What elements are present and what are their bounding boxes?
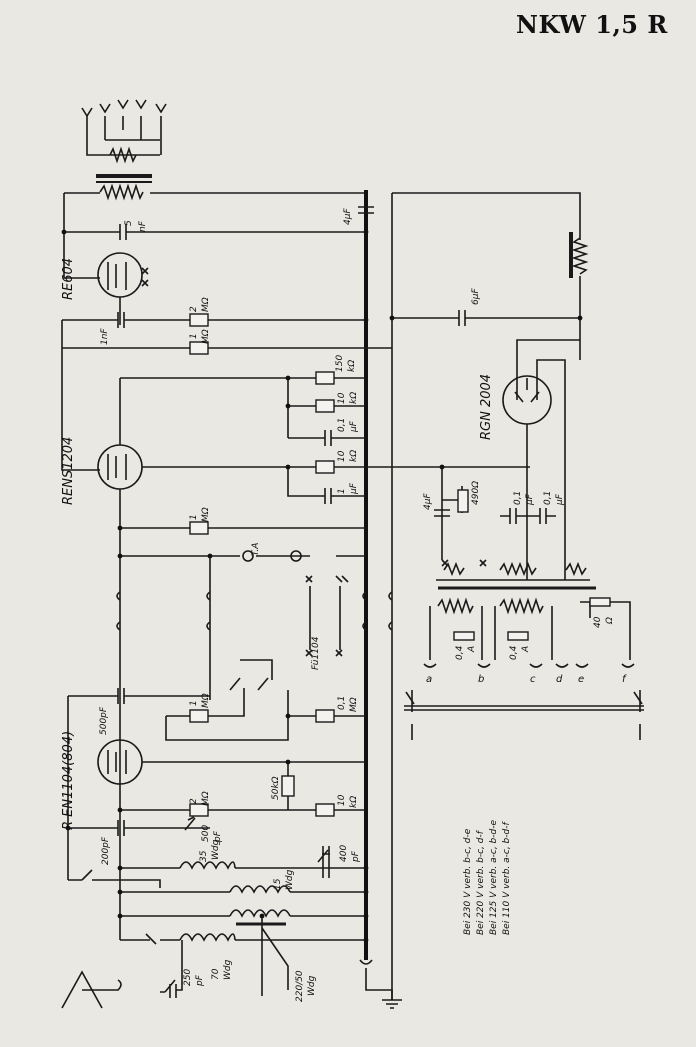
junction-dots (61, 229, 583, 943)
label-250pf-val: 250 (183, 969, 193, 986)
label-4uf-top: 4µF (343, 208, 353, 225)
label-500pf-var-val: 500 (201, 825, 211, 842)
label-500pf-var-unit: pF (213, 830, 223, 843)
rectifier-rgn2004: RGN 2004 (479, 339, 580, 580)
capacitor-4uf-top: 4µF (343, 206, 374, 225)
label-fuse-a-unit: A (467, 646, 477, 653)
label-10k-b-unit: kΩ (349, 450, 359, 462)
label-1m-c-val: 1 (189, 700, 199, 706)
label-1m-a-unit: MΩ (201, 329, 211, 344)
label-1m-c-unit: MΩ (201, 693, 211, 708)
label-2m-val: 2 (189, 306, 199, 312)
label-150k-val: 150 (335, 355, 345, 372)
input-coils: 200pF 500 pF 35 Wdg 400 pF 15 Wdg 220/50… (68, 816, 366, 1002)
label-1uf-val: 1 (337, 488, 347, 494)
label-1uf-unit: µF (349, 482, 359, 495)
terminal-strip: a b c d e f (423, 663, 635, 685)
terminal-a: a (426, 674, 432, 685)
capacitor-5nf: 5 nF (64, 220, 365, 240)
voltage-note-110: Bei 110 V verb. a-c, b-d-f (502, 821, 512, 935)
page-title: NKW 1,5 R (516, 10, 668, 39)
label-10k-a-unit: kΩ (349, 392, 359, 404)
label-rens1204: RENS1204 (61, 437, 76, 505)
label-10k-c-unit: kΩ (349, 796, 359, 808)
label-wdg15-unit: Wdg (285, 869, 295, 890)
terminal-f: f (622, 674, 627, 685)
label-2m-b-unit: MΩ (201, 791, 211, 806)
tube-re604: RE604 (61, 252, 149, 325)
label-wdg220-unit: Wdg (307, 975, 317, 996)
label-01uf-ps2-unit: µF (555, 493, 565, 506)
label-10k-c-val: 10 (337, 794, 347, 806)
label-wdg220-val: 220/50 (295, 970, 305, 1002)
voltage-note-220: Bei 220 V verb. b-c, d-f (476, 829, 486, 935)
label-1m-a-val: 1 (189, 333, 199, 339)
terminal-e: e (578, 674, 584, 685)
label-wdg35-val: 35 (199, 850, 209, 862)
terminal-d: d (556, 674, 563, 685)
label-5nf-val: 5 (124, 220, 134, 226)
stage-rens1204: 1 MΩ 150 kΩ 10 kΩ 0,1 µF 10 kΩ 1 µF RENS… (61, 320, 530, 940)
label-5nf-unit: nF (138, 220, 148, 232)
voltage-note-230: Bei 230 V verb. b-c, d-e (463, 828, 473, 935)
label-400pf-unit: pF (351, 850, 361, 863)
label-40-val: 40 (593, 616, 603, 628)
mains-switch (404, 690, 644, 740)
label-ren1104: R EN1104(804) (61, 731, 76, 830)
label-1nf: 1nF (100, 328, 110, 345)
label-wdg35-unit: Wdg (211, 839, 221, 860)
label-01m-unit: MΩ (349, 697, 359, 712)
label-2m-unit: MΩ (201, 297, 211, 312)
label-wdg15-val: 15 (273, 878, 283, 890)
earth-ground (359, 959, 402, 1009)
stage-ren1104: 500pF 1 MΩ 0,1 MΩ R EN1104(804) 50kΩ 2 M… (61, 556, 366, 880)
label-500pf: 500pF (99, 706, 109, 735)
label-400pf-val: 400 (339, 845, 349, 862)
label-fuse-b-unit: A (521, 646, 531, 653)
connectors-middle: Fü1104 (116, 575, 393, 670)
label-2m-b-val: 2 (189, 798, 199, 804)
label-150k-unit: kΩ (347, 360, 357, 372)
terminal-c: c (530, 674, 536, 685)
label-10k-b-val: 10 (337, 450, 347, 462)
label-50k: 50kΩ (271, 776, 281, 800)
label-fuse-b-val: 0,4 (509, 645, 519, 660)
label-ta: T.A (251, 543, 261, 556)
label-40-unit: Ω (605, 617, 615, 625)
label-1m-b-unit: MΩ (201, 507, 211, 522)
label-250pf-unit: pF (195, 974, 205, 987)
label-fuse-a-val: 0,4 (455, 645, 465, 660)
b-plus-top (392, 192, 581, 240)
antenna: 250 pF (61, 940, 205, 1009)
label-wdg70-unit: Wdg (223, 959, 233, 980)
capacitor-6uf: 6µF (392, 288, 580, 326)
label-01uf-ps1-val: 0,1 (513, 491, 523, 505)
label-10k-a-val: 10 (337, 392, 347, 404)
label-01uf-a-unit: µF (349, 420, 359, 433)
label-01uf-a-val: 0,1 (337, 418, 347, 432)
mains-primary: 0,4 A 0,4 A 40 Ω (429, 597, 631, 660)
label-01uf-ps2-val: 0,1 (543, 491, 553, 505)
terminal-b: b (478, 674, 484, 685)
voltage-note-125: Bei 125 V verb. a-c, b-d-e (489, 820, 499, 935)
coupling-1nf: 1nF 2 MΩ (62, 297, 366, 345)
voltage-notes: Bei 230 V verb. b-c, d-e Bei 220 V verb.… (463, 820, 512, 935)
label-01m-val: 0,1 (337, 696, 347, 710)
ps-network: 490Ω 4µF 0,1 µF 0,1 µF (423, 467, 596, 590)
label-4uf-ps: 4µF (423, 493, 433, 510)
output-transformer (63, 174, 365, 279)
label-01uf-ps1-unit: µF (525, 493, 535, 506)
label-200pf: 200pF (101, 836, 111, 865)
label-wdg70-val: 70 (211, 968, 221, 980)
label-re604: RE604 (61, 258, 76, 300)
label-6uf: 6µF (471, 288, 481, 305)
label-1m-b-val: 1 (189, 514, 199, 520)
speaker-taps (81, 99, 167, 164)
label-fu1104: Fü1104 (311, 636, 321, 670)
label-490: 490Ω (471, 481, 481, 505)
label-rgn2004: RGN 2004 (479, 374, 494, 440)
